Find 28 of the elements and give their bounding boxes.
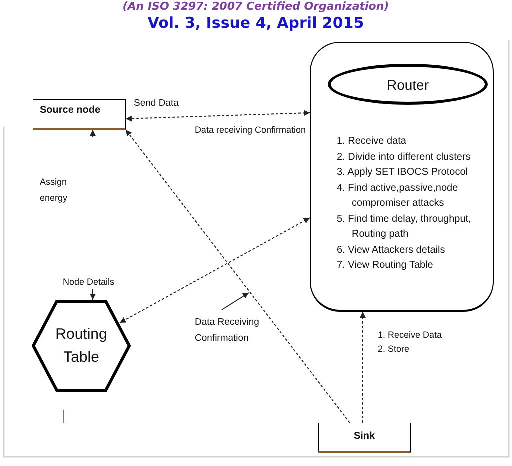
node-label: Node Details <box>63 277 116 288</box>
list-item: 5. Find time delay, throughput, Routing path <box>337 212 472 242</box>
dashed-arrow <box>126 130 350 424</box>
dashed-arrow <box>360 312 366 424</box>
list-item: 7. View Routing Table <box>337 259 434 273</box>
list-item: 4. Find active,passive,node compromiser attacks <box>337 182 460 211</box>
annotation-text: 2. Store <box>378 344 410 355</box>
arrow <box>90 288 96 300</box>
dashed-arrow <box>120 218 310 324</box>
list-item: 6. View Attackers details <box>337 244 446 258</box>
node-label: Source node <box>40 105 102 117</box>
annotation-text: 1. Receive Data <box>378 330 442 341</box>
list-item: 2. Divide into different clusters <box>337 150 472 164</box>
node-box <box>318 423 411 453</box>
arrow <box>90 130 96 138</box>
list-item: 1. Receive data <box>337 135 408 149</box>
list-item: 3. Apply SET IBOCS Protocol <box>337 166 469 180</box>
hexagon-node <box>32 300 131 392</box>
header-text: Vol. 3, Issue 4, April 2015 <box>146 14 366 33</box>
node-label: Routing Table <box>54 325 108 368</box>
node-label: Sink <box>354 431 376 443</box>
node-box <box>33 99 126 130</box>
node-label: Router <box>386 76 430 92</box>
annotation-text: Data receiving Confirmation <box>194 125 306 136</box>
rounded-panel <box>310 42 494 312</box>
dashed-arrow <box>126 110 310 122</box>
annotation-text: Assign energy <box>40 176 69 205</box>
header-text: (An ISO 3297: 2007 Certified Organization) <box>122 0 390 13</box>
